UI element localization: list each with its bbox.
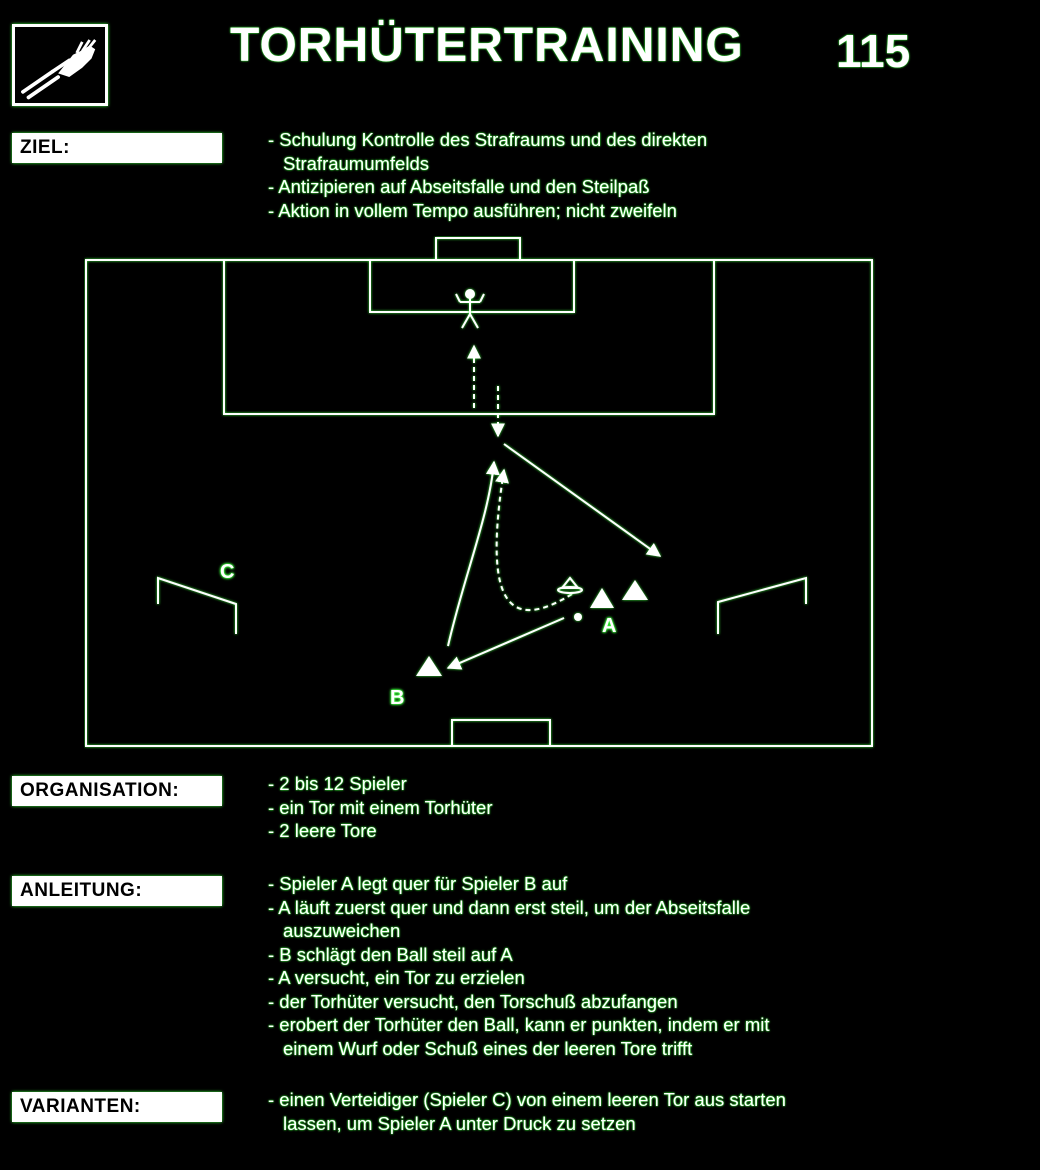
ball-icon bbox=[574, 613, 582, 621]
anleitung-text: - Spieler A legt quer für Spieler B auf … bbox=[268, 872, 968, 1060]
training-field-diagram: A B C bbox=[84, 236, 884, 756]
goal-area bbox=[369, 259, 575, 313]
page-number: 115 bbox=[836, 25, 911, 77]
run-a-dashed-arrow bbox=[495, 468, 573, 612]
varianten-line: - einen Verteidiger (Spieler C) von eine… bbox=[268, 1089, 786, 1110]
right-empty-goal bbox=[717, 576, 807, 634]
varianten-line: lassen, um Spieler A unter Druck zu setz… bbox=[283, 1112, 636, 1134]
player-b-label: B bbox=[390, 687, 404, 709]
ziel-label: ZIEL: bbox=[12, 133, 222, 163]
top-goal bbox=[435, 237, 521, 261]
pitch-svg: A B C bbox=[85, 237, 873, 747]
anleitung-line: auszuweichen bbox=[283, 920, 401, 941]
left-empty-goal bbox=[157, 576, 237, 634]
goalkeeper-figure bbox=[455, 289, 485, 329]
player-c-label: C bbox=[220, 561, 234, 583]
player-a-label: A bbox=[602, 615, 616, 637]
goalkeeper-glove-icon bbox=[21, 39, 97, 100]
cone-icon bbox=[557, 576, 583, 594]
ziel-line: - Aktion in vollem Tempo ausführen; nich… bbox=[268, 199, 677, 221]
anleitung-label: ANLEITUNG: bbox=[12, 876, 222, 906]
ziel-text: - Schulung Kontrolle des Strafraums und … bbox=[268, 128, 968, 222]
organisation-text: - 2 bis 12 Spieler - ein Tor mit einem T… bbox=[268, 772, 968, 843]
anleitung-line: - Spieler A legt quer für Spieler B auf bbox=[268, 873, 568, 894]
anleitung-line: - A läuft zuerst quer und dann erst stei… bbox=[268, 896, 751, 918]
organisation-line: - 2 bis 12 Spieler bbox=[268, 773, 407, 794]
pass-a-to-b-arrow bbox=[446, 617, 565, 670]
ziel-line: - Antizipieren auf Abseitsfalle und den … bbox=[268, 176, 650, 197]
ziel-line: - Schulung Kontrolle des Strafraums und … bbox=[268, 129, 708, 150]
ziel-line: Strafraumumfelds bbox=[283, 152, 429, 174]
organisation-line: - ein Tor mit einem Torhüter bbox=[268, 796, 493, 818]
player-a2-triangle bbox=[622, 580, 648, 600]
long-ball-b-arrow bbox=[447, 460, 500, 647]
organisation-label: ORGANISATION: bbox=[12, 776, 222, 806]
penalty-area bbox=[223, 259, 715, 415]
anleitung-line: - erobert der Torhüter den Ball, kann er… bbox=[268, 1014, 770, 1035]
field-boundary bbox=[85, 259, 873, 747]
anleitung-line: - B schlägt den Ball steil auf A bbox=[268, 943, 513, 965]
anleitung-line: einem Wurf oder Schuß eines der leeren T… bbox=[283, 1037, 693, 1059]
player-a-triangle bbox=[590, 588, 614, 608]
bottom-goal bbox=[451, 719, 551, 747]
anleitung-line: - der Torhüter versucht, den Torschuß ab… bbox=[268, 990, 678, 1012]
goalkeeper-logo bbox=[12, 24, 108, 106]
organisation-line: - 2 leere Tore bbox=[268, 820, 377, 841]
varianten-text: - einen Verteidiger (Spieler C) von eine… bbox=[268, 1088, 968, 1135]
player-b-triangle bbox=[416, 656, 442, 676]
anleitung-line: - A versucht, ein Tor zu erzielen bbox=[268, 967, 525, 988]
page-title: TORHÜTERTRAINING bbox=[230, 19, 744, 72]
varianten-label: VARIANTEN: bbox=[12, 1092, 222, 1122]
shot-a-arrow bbox=[503, 443, 662, 557]
